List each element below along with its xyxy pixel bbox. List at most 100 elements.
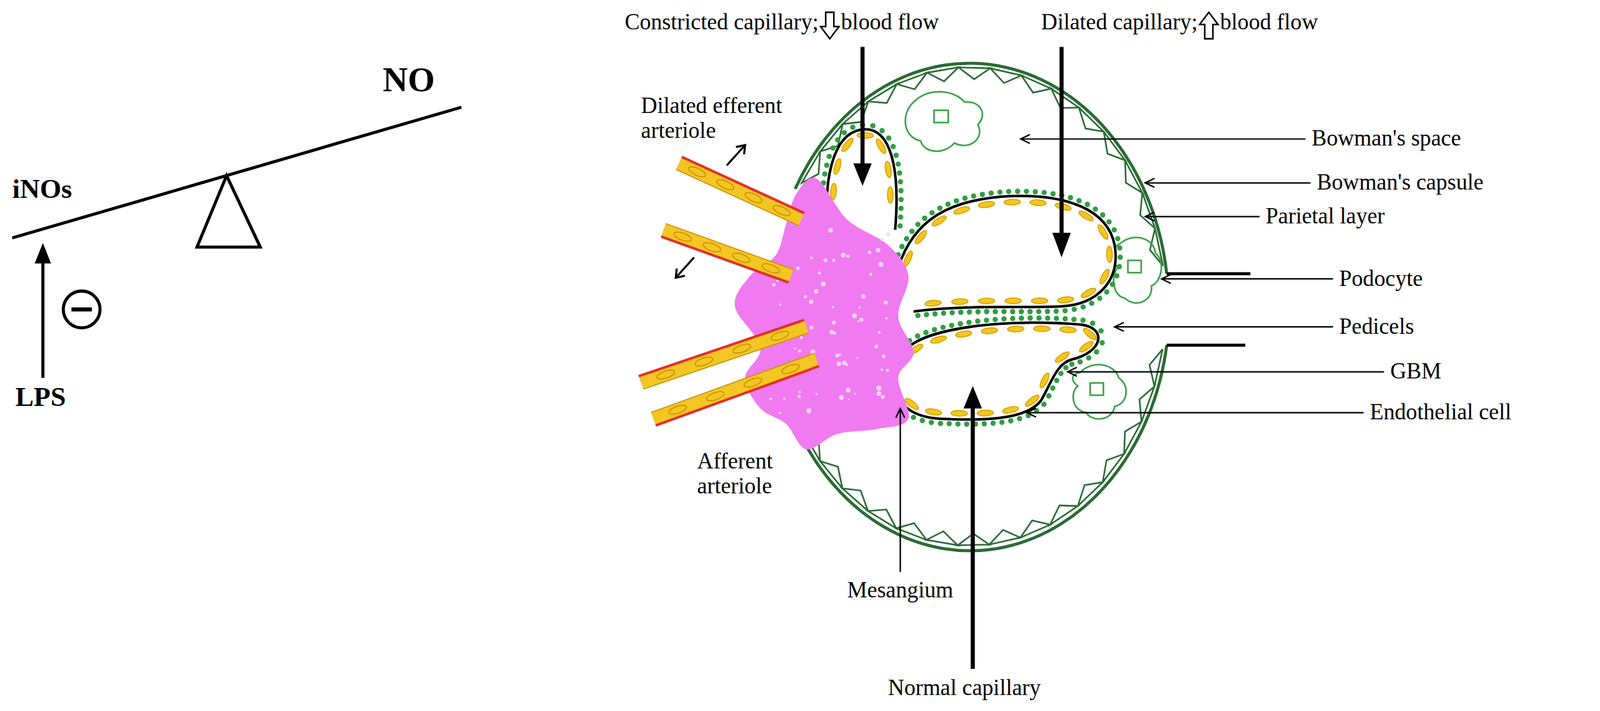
- pedicel-dot: [992, 308, 998, 314]
- pedicel-dot: [1099, 212, 1105, 218]
- part-label: Normal capillary: [888, 675, 1041, 701]
- state-label: Constricted capillary;: [624, 10, 819, 36]
- pedicel-dot: [1115, 236, 1121, 242]
- pedicel-dot: [898, 196, 904, 202]
- podocyte-shape: [1112, 237, 1162, 304]
- pedicel-dot: [974, 318, 980, 324]
- pointer-arrow: [1059, 47, 1064, 238]
- pedicel-dot: [929, 209, 935, 215]
- pedicel-dot: [835, 137, 841, 143]
- pedicel-dot: [1009, 308, 1015, 314]
- speckle: [783, 397, 786, 400]
- speckle: [808, 299, 814, 304]
- leader-arrowhead: [1067, 367, 1077, 377]
- pedicel-dot: [1053, 315, 1060, 321]
- parietal-cell: [1125, 160, 1143, 193]
- pedicel-dot: [1080, 304, 1086, 310]
- endothelial-cell: [884, 160, 893, 178]
- pedicel-dot: [822, 170, 828, 177]
- leader-line: [899, 408, 901, 572]
- pedicel-dot: [1006, 188, 1012, 194]
- pedicel-dot: [937, 420, 943, 426]
- pedicel-dot: [1097, 295, 1103, 301]
- leader-arrowhead: [1027, 408, 1037, 418]
- pedicel-dot: [1117, 254, 1123, 260]
- balance-beam: [12, 107, 462, 238]
- parietal-cell: [842, 488, 868, 511]
- endothelial-cell: [1081, 326, 1098, 342]
- speckle: [867, 250, 871, 254]
- speckle: [856, 357, 859, 360]
- pedicel-dot: [1063, 364, 1069, 371]
- pedicel-dot: [1018, 308, 1024, 314]
- pedicel-dot: [841, 130, 847, 136]
- pedicel-dot: [903, 236, 910, 242]
- smooth-muscle-cell: [655, 368, 676, 381]
- part-label: Pedicels: [1339, 314, 1414, 340]
- pedicel-dot: [898, 188, 904, 194]
- parietal-cell: [989, 529, 1021, 545]
- pedicel-dot: [988, 190, 994, 196]
- podocyte-shape: [1072, 364, 1126, 419]
- pedicel-dot: [824, 162, 830, 168]
- parietal-cell: [926, 67, 959, 82]
- endothelial-cell: [951, 297, 969, 305]
- endothelial-cell: [887, 186, 894, 204]
- pedicel-dot: [953, 198, 959, 204]
- speckle: [798, 390, 802, 393]
- inhibition-arrow: [41, 260, 45, 378]
- speckle: [769, 397, 772, 400]
- parietal-cell: [1149, 348, 1163, 386]
- speckle: [835, 353, 839, 358]
- speckle: [810, 256, 813, 260]
- pedicel-dot: [1106, 218, 1112, 224]
- pedicel-dot: [1067, 195, 1074, 201]
- pedicel-dot: [1062, 308, 1068, 314]
- endothelial-cell: [1053, 350, 1071, 365]
- pedicel-dot: [899, 243, 905, 249]
- pedicel-dot: [1023, 188, 1030, 194]
- parietal-cell: [1077, 482, 1103, 506]
- vessel-outer-line: [660, 236, 789, 283]
- pedicel-dot: [979, 191, 986, 197]
- pedicel-dot: [909, 228, 915, 234]
- part-label: GBM: [1390, 359, 1442, 385]
- pedicel-dot: [1080, 317, 1086, 323]
- smooth-muscle-cell: [731, 341, 752, 355]
- pedicel-dot: [1085, 355, 1091, 361]
- smooth-muscle-cell: [771, 203, 792, 218]
- pedicel-dot: [1062, 315, 1068, 321]
- leader-arrowhead: [1145, 211, 1155, 221]
- arterioles: [638, 156, 820, 426]
- speckle: [836, 361, 841, 367]
- pedicel-dot: [1053, 377, 1060, 383]
- pedicel-dot: [946, 421, 952, 427]
- parietal-cell: [1051, 88, 1079, 108]
- pedicel-dot: [1018, 315, 1024, 321]
- parietal-cell: [896, 72, 928, 90]
- leader-arrowhead: [1145, 178, 1155, 188]
- part-label: Afferent arteriole: [697, 449, 830, 499]
- dilation-arrow: [726, 144, 746, 166]
- endothelial-cell: [1080, 286, 1098, 300]
- arrow-head: [34, 243, 52, 264]
- leader-line: [1114, 325, 1333, 328]
- pedicel-dot: [879, 128, 885, 134]
- part-label: Parietal layer: [1265, 204, 1386, 230]
- state-label: blood flow: [840, 10, 939, 36]
- leader-line: [1027, 411, 1364, 413]
- pedicel-dot: [915, 312, 921, 318]
- endothelial-cell: [925, 407, 943, 416]
- speckle: [809, 325, 814, 330]
- enzyme-label: iNOs: [12, 173, 73, 205]
- speckle: [876, 391, 882, 396]
- hollow-arrow: [820, 12, 839, 39]
- vessel-wall: [653, 359, 817, 419]
- pedicel-dot: [1016, 415, 1023, 422]
- podocyte-nucleus: [1090, 382, 1104, 395]
- speckle: [878, 261, 884, 267]
- speckle: [861, 294, 866, 298]
- pedicel-dot: [1088, 300, 1095, 306]
- pedicel-dot: [1046, 392, 1052, 399]
